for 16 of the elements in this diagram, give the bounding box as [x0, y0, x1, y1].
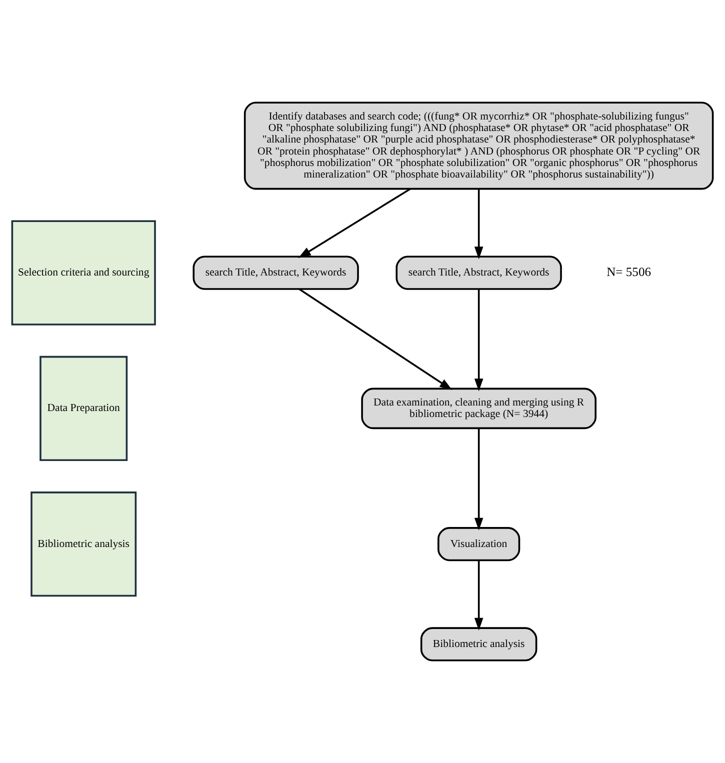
node-box: search Title, Abstract, Keywords	[192, 256, 359, 290]
arrow	[298, 188, 411, 258]
label: N= 5506	[606, 265, 652, 280]
arrow	[474, 289, 484, 392]
node-box: Selection criteria and sourcing	[11, 220, 156, 326]
node-box: Data Preparation	[40, 356, 128, 461]
node-box: Data examination, cleaning and merging using R bibliometric package (N= 3944)	[361, 388, 596, 430]
arrow	[474, 189, 484, 260]
node-box: Bibliometric analysis	[30, 492, 137, 597]
node-box: Bibliometric analysis	[420, 627, 538, 662]
node-box: Visualization	[438, 527, 520, 562]
arrow	[474, 560, 484, 630]
node-box: search Title, Abstract, Keywords	[396, 256, 562, 290]
arrow	[474, 428, 484, 530]
arrow	[298, 288, 452, 390]
node-box: Identify databases and search code; (((fung* OR mycorrhiz* OR "phosphate-solubilizing fungus" OR "phosphate solubilizing fungi") AND (phosphatase* OR phytase* OR "acid phosphatase" OR "alkaline phosphatase" OR "purple acid phosphatase" OR phosphodiesterase* OR polyphosphatase* OR "protein phosphatase" OR dephosphorylat* ) AND (phosphorus OR phosphate OR "P cycling" OR "phosphorus mobilization" OR "phosphate solubilization" OR "organic phosphorus" OR "phosphorus mineralization" OR "phosphate bioavailability" OR "phosphorus sustainability"))	[244, 102, 714, 190]
